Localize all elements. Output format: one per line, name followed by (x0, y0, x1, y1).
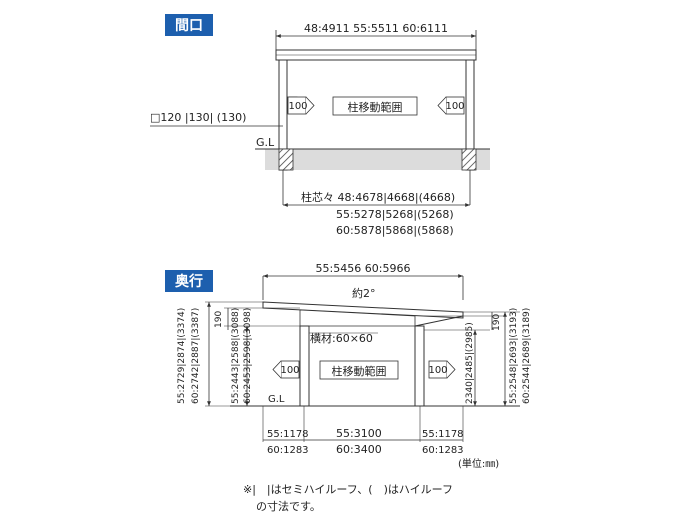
depth-dimension-text: 55:5456 60:5966 (316, 262, 411, 275)
far-height-1: 55:2548|2693|(3193) (509, 308, 519, 404)
side-range-box (319, 360, 399, 380)
brace (414, 315, 464, 327)
arrow-right-icon (437, 96, 447, 115)
left-height-2: 60:2742|2887|(3387) (191, 308, 201, 404)
front-view-badge-text: 間口 (175, 18, 203, 34)
ground-level-label: G.L (256, 136, 275, 149)
pitch-dimension-2: 55:5278|5268|(5268) (336, 208, 454, 221)
side-arrow-left-icon (272, 360, 282, 379)
ground (265, 149, 490, 170)
pitch-dimension-1: 柱芯々 48:4678|4668|(4668) (301, 190, 455, 204)
arrow-right-value: 100 (445, 101, 464, 112)
unit-label: (単位:㎜) (458, 457, 499, 470)
range-box (332, 96, 418, 116)
dim-190-left: 190 (214, 311, 224, 328)
side-view-badge-text: 奥行 (175, 273, 203, 290)
left-height-1: 55:2729|2874|(3374) (177, 308, 187, 404)
beam-label: 横材:60×60 (310, 331, 373, 345)
bottom-mid-dim-1: 55:3100 (336, 427, 382, 440)
side-arrow-right-value: 100 (428, 365, 447, 376)
footing-right (461, 148, 477, 171)
far-height-2: 60:2544|2689|(3189) (522, 308, 532, 404)
bottom-right-dim-1: 55:1178 (422, 429, 464, 440)
bottom-left-dim-2: 60:1283 (267, 445, 309, 456)
note-line-1: ※| |はセミハイルーフ、( )はハイルーフ (243, 483, 453, 496)
dim-190-right: 190 (492, 314, 502, 331)
post-front (299, 325, 310, 407)
side-view: 奥行 55:5456 60:5966 約2° G.L 横材:60×60 100 … (165, 262, 532, 470)
width-dimension-text: 48:4911 55:5511 60:6111 (304, 22, 448, 35)
side-arrow-left-value: 100 (280, 365, 299, 376)
front-view-badge (165, 14, 213, 36)
side-view-badge (165, 270, 213, 292)
right-height-1: 2340|2485|(2985) (465, 322, 475, 404)
side-ground-level-label: G.L (268, 394, 285, 405)
inner-height-2: 60:2453|2598|(3098) (243, 308, 253, 404)
slope-label: 約2° (352, 286, 376, 300)
range-label: 柱移動範囲 (348, 100, 403, 114)
front-view: 間口 48:4911 55:5511 60:6111 G.L □120 |130… (150, 14, 490, 237)
arrow-left-value: 100 (288, 101, 307, 112)
roof-side (262, 301, 464, 319)
post-size-label: □120 |130| (130) (150, 111, 246, 124)
side-arrow-right-icon (446, 360, 456, 379)
post-back (414, 325, 425, 407)
bottom-mid-dim-2: 60:3400 (336, 443, 382, 456)
bottom-left-dim-1: 55:1178 (267, 429, 309, 440)
side-range-label: 柱移動範囲 (332, 364, 387, 378)
arrow-left-icon (305, 96, 315, 115)
bottom-right-dim-2: 60:1283 (422, 445, 464, 456)
inner-height-1: 55:2443|2588|(3088) (231, 308, 241, 404)
pitch-dimension-3: 60:5878|5868|(5868) (336, 224, 454, 237)
note-line-2: の寸法です。 (256, 499, 321, 513)
footing-left (278, 148, 294, 171)
